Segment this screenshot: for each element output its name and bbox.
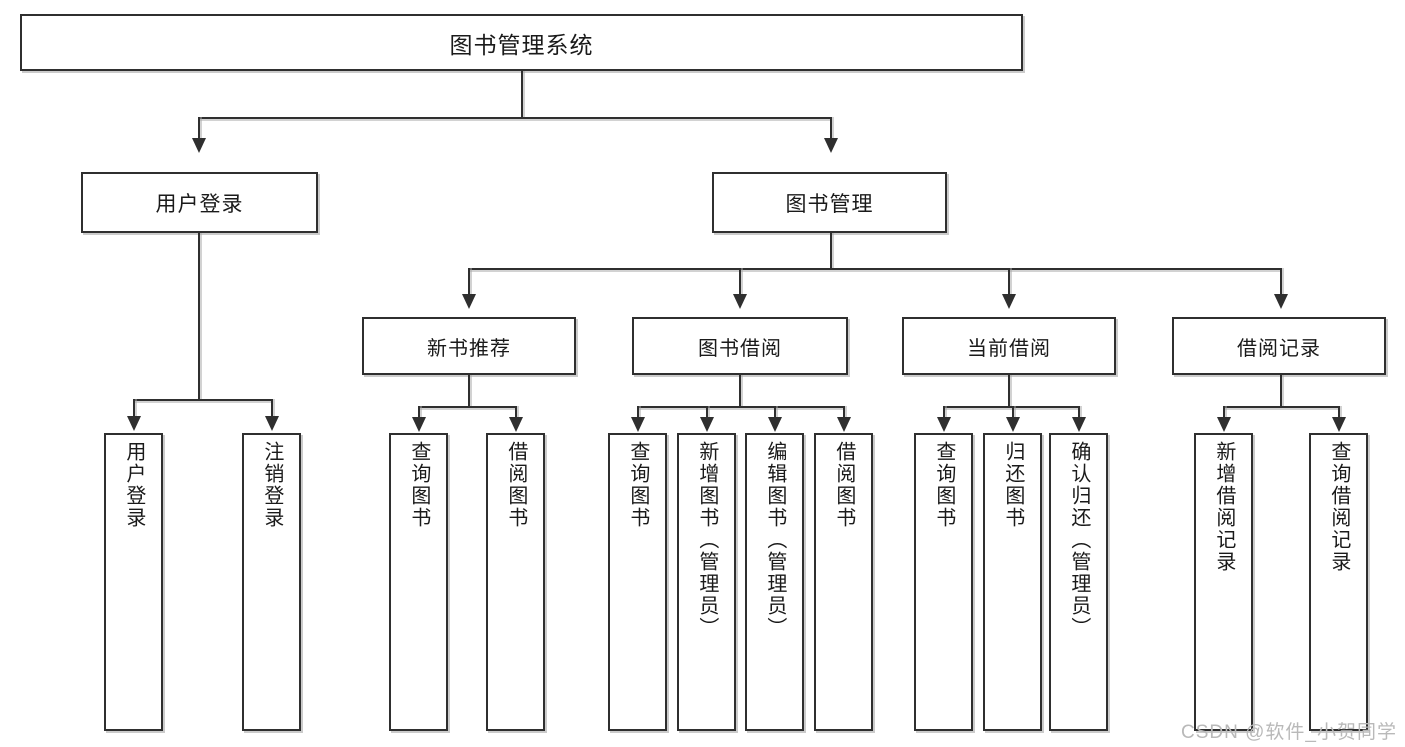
node-new-book-recommend[interactable]: 新书推荐 [362, 317, 576, 375]
connector-to-borrow-record [1280, 268, 1282, 296]
leaf-label: 确认归还（管理员） [1067, 441, 1090, 639]
arrowhead-current-borrow-leaf0 [937, 417, 951, 432]
node-label: 用户登录 [155, 192, 244, 216]
connector-to-current-borrow [1008, 268, 1010, 296]
arrowhead-new-book-leaf1 [509, 417, 523, 432]
leaf-borrow-record-query-record[interactable]: 查询借阅记录 [1309, 433, 1368, 731]
node-book-borrow[interactable]: 图书借阅 [632, 317, 848, 375]
leaf-label: 借阅图书 [504, 441, 527, 529]
node-label: 当前借阅 [967, 337, 1051, 360]
leaf-label: 查询图书 [932, 441, 955, 529]
connector-root-stem [521, 71, 523, 118]
arrowhead-user-login-leaf1 [265, 416, 279, 431]
connector-book-management-stem [830, 233, 832, 269]
connector-book-borrow-leaf3 [843, 406, 845, 420]
leaf-label: 借阅图书 [832, 441, 855, 529]
leaf-user-login-logout[interactable]: 注销登录 [242, 433, 301, 731]
leaf-book-borrow-edit-book-admin[interactable]: 编辑图书（管理员） [745, 433, 804, 731]
arrowhead-book-borrow-leaf0 [631, 417, 645, 432]
leaf-book-borrow-borrow-book[interactable]: 借阅图书 [814, 433, 873, 731]
arrowhead-user-login [192, 138, 206, 153]
leaf-label: 注销登录 [260, 441, 283, 529]
node-label: 新书推荐 [427, 337, 511, 360]
arrowhead-current-borrow [1002, 294, 1016, 309]
node-label: 借阅记录 [1237, 337, 1321, 360]
connector-to-new-book-recommend [468, 268, 470, 296]
connector-borrow-record-leaf1 [1338, 406, 1340, 420]
connector-borrow-record-bus [1223, 406, 1338, 408]
connector-borrow-record-stem [1280, 375, 1282, 407]
connector-to-user-login [198, 117, 200, 142]
node-label: 图书管理系统 [449, 31, 594, 58]
connector-new-book-leaf1 [515, 406, 517, 420]
connector-user-login-leaf0 [133, 399, 135, 419]
connector-new-book-stem [468, 375, 470, 407]
connector-new-book-leaf0 [418, 406, 420, 420]
connector-current-borrow-leaf0 [943, 406, 945, 420]
leaf-label: 查询图书 [626, 441, 649, 529]
connector-level2-bus [468, 268, 1282, 270]
arrowhead-book-borrow-leaf2 [768, 417, 782, 432]
node-user-login[interactable]: 用户登录 [81, 172, 318, 233]
leaf-current-borrow-return-book[interactable]: 归还图书 [983, 433, 1042, 731]
connector-borrow-record-leaf0 [1223, 406, 1225, 420]
connector-book-borrow-stem [739, 375, 741, 407]
connector-book-borrow-leaf2 [774, 406, 776, 420]
node-current-borrow[interactable]: 当前借阅 [902, 317, 1116, 375]
leaf-label: 归还图书 [1001, 441, 1024, 529]
arrowhead-borrow-record-leaf0 [1217, 417, 1231, 432]
arrowhead-book-management [824, 138, 838, 153]
leaf-label: 编辑图书（管理员） [763, 441, 786, 639]
leaf-current-borrow-confirm-return-admin[interactable]: 确认归还（管理员） [1049, 433, 1108, 731]
connector-current-borrow-stem [1008, 375, 1010, 407]
leaf-label: 新增图书（管理员） [695, 441, 718, 639]
leaf-user-login-login[interactable]: 用户登录 [104, 433, 163, 731]
connector-user-login-bus [133, 399, 272, 401]
node-book-management[interactable]: 图书管理 [712, 172, 947, 233]
connector-to-book-management [830, 117, 832, 142]
arrowhead-current-borrow-leaf2 [1072, 417, 1086, 432]
leaf-borrow-record-add-record[interactable]: 新增借阅记录 [1194, 433, 1253, 731]
arrowhead-borrow-record [1274, 294, 1288, 309]
node-label: 图书借阅 [698, 337, 782, 360]
arrowhead-new-book-recommend [462, 294, 476, 309]
arrowhead-book-borrow-leaf3 [837, 417, 851, 432]
arrowhead-book-borrow-leaf1 [700, 417, 714, 432]
connector-new-book-bus [418, 406, 516, 408]
arrowhead-current-borrow-leaf1 [1006, 417, 1020, 432]
leaf-label: 用户登录 [122, 441, 145, 529]
leaf-label: 查询图书 [407, 441, 430, 529]
node-root-book-management-system[interactable]: 图书管理系统 [20, 14, 1023, 71]
leaf-current-borrow-query-book[interactable]: 查询图书 [914, 433, 973, 731]
connector-user-login-stem [198, 233, 200, 400]
connector-book-borrow-bus [637, 406, 845, 408]
connector-user-login-leaf1 [271, 399, 273, 419]
connector-book-borrow-leaf0 [637, 406, 639, 420]
leaf-label: 新增借阅记录 [1212, 441, 1235, 573]
csdn-watermark: CSDN @软件_小贺同学 [1181, 722, 1397, 743]
connector-current-borrow-leaf2 [1078, 406, 1080, 420]
arrowhead-book-borrow [733, 294, 747, 309]
arrowhead-user-login-leaf0 [127, 416, 141, 431]
connector-to-book-borrow [739, 268, 741, 296]
leaf-book-borrow-add-book-admin[interactable]: 新增图书（管理员） [677, 433, 736, 731]
connector-current-borrow-bus [943, 406, 1080, 408]
leaf-book-borrow-query-book[interactable]: 查询图书 [608, 433, 667, 731]
connector-book-borrow-leaf1 [706, 406, 708, 420]
leaf-new-book-query-book[interactable]: 查询图书 [389, 433, 448, 731]
leaf-label: 查询借阅记录 [1327, 441, 1350, 573]
arrowhead-new-book-leaf0 [412, 417, 426, 432]
node-label: 图书管理 [785, 192, 874, 216]
node-borrow-record[interactable]: 借阅记录 [1172, 317, 1386, 375]
arrowhead-borrow-record-leaf1 [1332, 417, 1346, 432]
connector-level1-bus [198, 117, 832, 119]
leaf-new-book-borrow-book[interactable]: 借阅图书 [486, 433, 545, 731]
connector-current-borrow-leaf1 [1012, 406, 1014, 420]
